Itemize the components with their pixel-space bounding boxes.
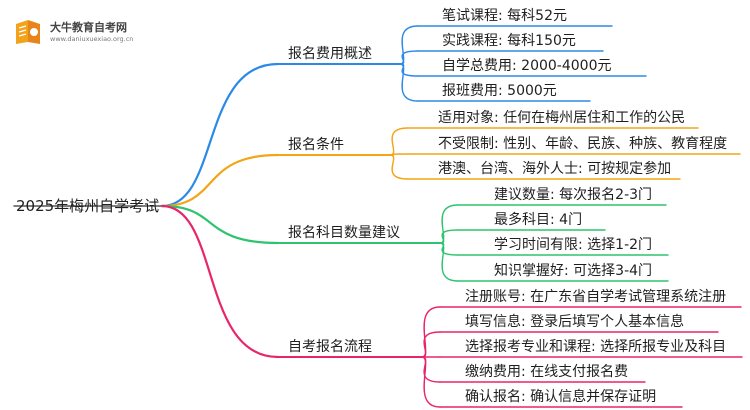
site-logo: 大牛教育自考网 www.daniuxuexiao.org.cn xyxy=(12,18,172,48)
leaf-fill-info: 填写信息: 登录后填写个人基本信息 xyxy=(465,314,685,330)
book-logo-icon xyxy=(16,20,40,44)
root-topic: 2025年梅州自学考试 xyxy=(16,197,160,215)
branch-apply-process: 自考报名流程 xyxy=(288,339,372,355)
leaf-eligible-people: 适用对象: 任何在梅州居住和工作的公民 xyxy=(438,110,686,126)
branch-connector-4 xyxy=(160,204,280,359)
leaf-good-knowledge: 知识掌握好: 可选择3-4门 xyxy=(494,263,653,279)
logo-url: www.daniuxuexiao.org.cn xyxy=(50,35,134,43)
leaf-connector-4-2 xyxy=(421,331,441,358)
branch-connector-1 xyxy=(160,62,280,208)
logo-title: 大牛教育自考网 xyxy=(50,21,127,34)
leaf-connector-1-4 xyxy=(399,63,419,102)
leaf-total-fee: 自学总费用: 2000-4000元 xyxy=(442,58,612,74)
leaf-overseas: 港澳、台湾、海外人士: 可按规定参加 xyxy=(438,161,672,177)
leaf-choose-major: 选择报考专业和课程: 选择所报专业及科目 xyxy=(465,339,727,355)
branch-connector-3 xyxy=(160,204,280,245)
leaf-max-subjects: 最多科目: 4门 xyxy=(494,212,583,228)
leaf-connector-3-4 xyxy=(439,242,459,282)
branch-subject-count: 报名科目数量建议 xyxy=(288,225,400,241)
leaf-connector-4-5 xyxy=(421,356,441,408)
leaf-no-restrictions: 不受限制: 性别、年龄、民族、种族、教育程度 xyxy=(438,136,728,152)
leaf-suggested-count: 建议数量: 每次报名2-3门 xyxy=(494,187,653,203)
leaf-practice-fee: 实践课程: 每科150元 xyxy=(442,33,576,49)
leaf-pay-fee: 缴纳费用: 在线支付报名费 xyxy=(465,364,629,380)
leaf-connector-2-2 xyxy=(389,153,409,156)
leaf-connector-2-3 xyxy=(389,154,409,180)
leaf-written-fee: 笔试课程: 每科52元 xyxy=(442,8,567,24)
leaf-connector-2-1 xyxy=(389,127,409,156)
leaf-class-fee: 报班费用: 5000元 xyxy=(442,83,557,99)
branch-requirements: 报名条件 xyxy=(288,137,344,153)
branch-connector-2 xyxy=(160,153,280,208)
leaf-register-account: 注册账号: 在广东省自学考试管理系统注册 xyxy=(465,289,727,305)
branch-fee-overview: 报名费用概述 xyxy=(288,46,372,62)
leaf-limited-time: 学习时间有限: 选择1-2门 xyxy=(494,237,653,253)
leaf-confirm-apply: 确认报名: 确认信息并保存证明 xyxy=(465,389,657,405)
